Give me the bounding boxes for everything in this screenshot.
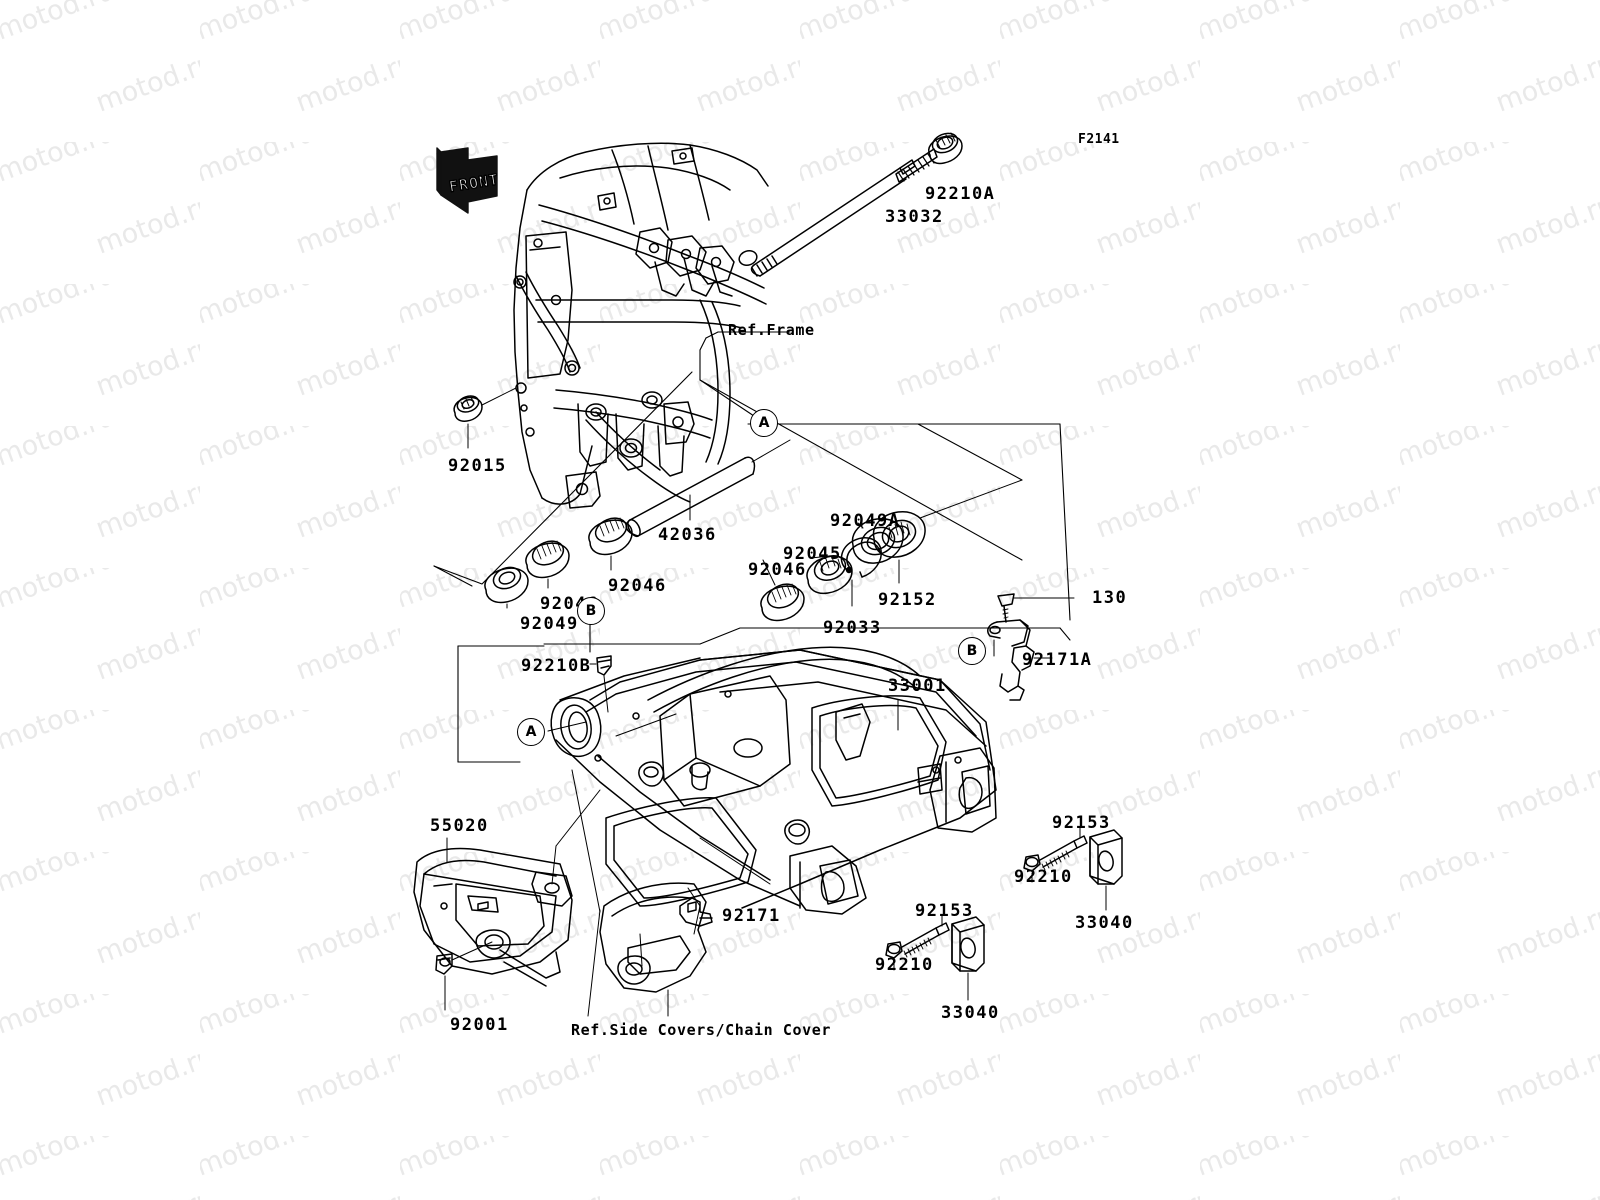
callout-92210-upper: 92210 — [1014, 867, 1073, 887]
callout-33040-upper: 33040 — [1075, 913, 1134, 933]
marker-A-pivot: A — [517, 718, 545, 746]
callout-33040-lower: 33040 — [941, 1003, 1000, 1023]
callout-92171: 92171 — [722, 906, 781, 926]
callout-92046-right: 92046 — [748, 560, 807, 580]
callout-42036: 42036 — [658, 525, 717, 545]
callout-92049: 92049 — [520, 614, 579, 634]
callout-92046-mid: 92046 — [608, 576, 667, 596]
callout-92049A: 92049A — [830, 511, 901, 531]
callout-92171A: 92171A — [1022, 650, 1093, 670]
callout-92153-lower: 92153 — [915, 901, 974, 921]
callout-92015: 92015 — [448, 456, 507, 476]
callout-92001: 92001 — [450, 1015, 509, 1035]
callout-92210-lower: 92210 — [875, 955, 934, 975]
callout-33001: 33001 — [888, 676, 947, 696]
callout-33032: 33032 — [885, 207, 944, 227]
reference-side-covers-chain-cover: Ref.Side Covers/Chain Cover — [571, 1021, 832, 1039]
diagram-code: F2141 — [1078, 132, 1120, 147]
callout-55020: 55020 — [430, 816, 489, 836]
callout-130: 130 — [1092, 588, 1128, 608]
reference-frame: Ref.Frame — [728, 321, 815, 339]
callout-92153-upper: 92153 — [1052, 813, 1111, 833]
callout-92210A: 92210A — [925, 184, 996, 204]
marker-A-top: A — [750, 409, 778, 437]
callout-92210B: 92210B — [521, 656, 592, 676]
callout-92033: 92033 — [823, 618, 882, 638]
marker-B-clamp: B — [958, 637, 986, 665]
marker-B-mid: B — [577, 597, 605, 625]
callout-92152: 92152 — [878, 590, 937, 610]
